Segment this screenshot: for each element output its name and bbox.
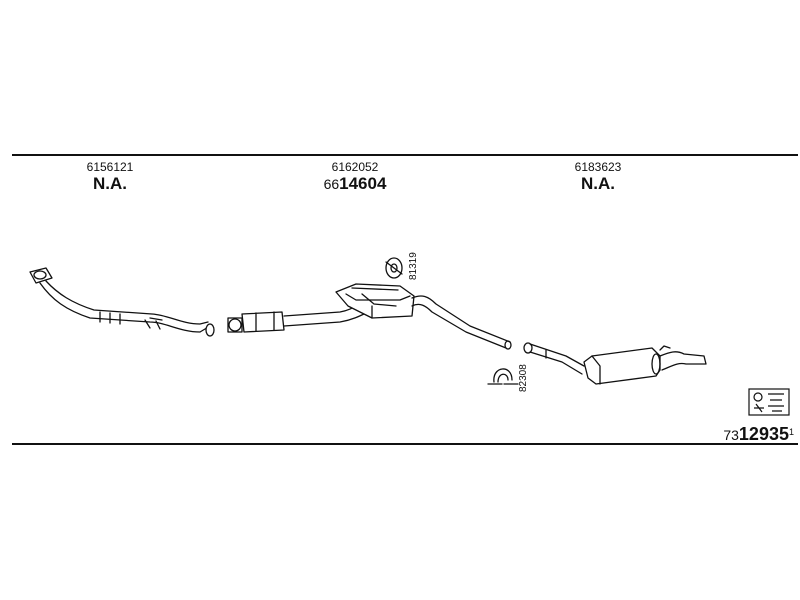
bottom-rule bbox=[12, 443, 798, 445]
front-pipe bbox=[29, 267, 215, 337]
middle-pipe bbox=[227, 283, 512, 350]
part-number: 6183623 bbox=[574, 160, 622, 174]
mounting-kit-icon bbox=[748, 388, 790, 416]
column-rear-silencer: 6183623 N.A. bbox=[518, 160, 678, 194]
column-front-pipe: 6156121 N.A. bbox=[30, 160, 190, 194]
part-number: 6156121 bbox=[86, 160, 134, 174]
top-rule bbox=[12, 154, 798, 156]
part-number: 6162052 bbox=[331, 160, 379, 174]
column-middle-silencer: 6162052 6614604 bbox=[275, 160, 435, 194]
reference-suffix: 1 bbox=[788, 427, 794, 437]
diagram-reference-number: 73129351 bbox=[723, 424, 794, 445]
reference-main: 12935 bbox=[738, 424, 789, 444]
clamp-label-81319: 81319 bbox=[408, 252, 419, 280]
clamp-81319-icon bbox=[385, 257, 403, 279]
rear-pipe bbox=[523, 342, 707, 385]
status-prefix: 66 bbox=[323, 176, 340, 192]
clamp-label-82308: 82308 bbox=[518, 364, 529, 392]
reference-prefix: 73 bbox=[723, 427, 739, 443]
status-label: N.A. bbox=[93, 174, 127, 193]
clamp-82308-icon bbox=[487, 368, 519, 385]
status-main: 14604 bbox=[339, 174, 387, 193]
status-label: 6614604 bbox=[275, 174, 435, 194]
status-label: N.A. bbox=[581, 174, 615, 193]
